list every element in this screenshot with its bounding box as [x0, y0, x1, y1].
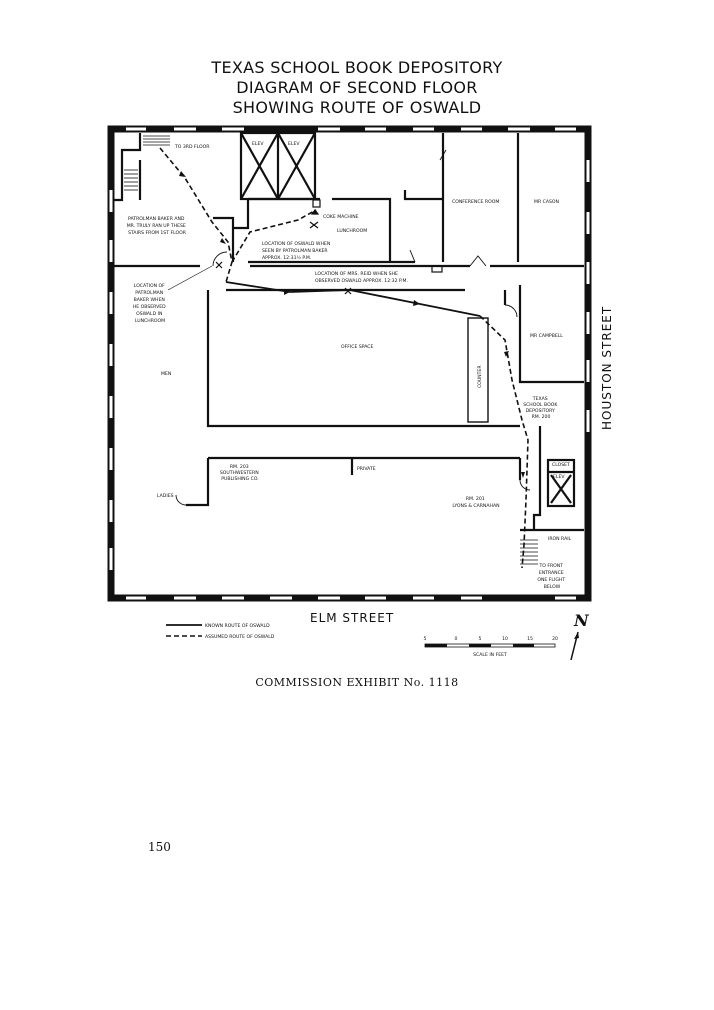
note-line: LOCATION OF OSWALD WHEN	[262, 241, 330, 247]
note-line: DEPOSITORY	[526, 408, 555, 414]
note-line: SCHOOL BOOK	[523, 402, 558, 408]
men-restroom-label: MEN	[161, 371, 171, 377]
note-line: ENTRANCE	[539, 570, 564, 576]
note-line: MR. TRULY RAN UP THESE	[127, 223, 186, 229]
scale-tick: 15	[527, 636, 533, 642]
outer-walls	[107, 125, 592, 602]
legend-assumed-label: ASSUMED ROUTE OF OSWALD	[205, 634, 275, 640]
iron-rail-label: IRON RAIL	[548, 536, 572, 542]
ladies-restroom-label: LADIES	[157, 493, 174, 499]
door-swings	[175, 149, 531, 506]
north-letter: N	[573, 611, 590, 630]
note-line: STAIRS FROM 1ST FLOOR	[128, 230, 187, 236]
note-line: LOCATION OF MRS. REID WHEN SHE	[315, 271, 398, 277]
assumed-route-arrows	[179, 171, 525, 478]
to-3rd-floor-label: TO 3RD FLOOR	[174, 144, 210, 150]
baker-location-note: LOCATION OF PATROLMAN BAKER WHEN HE OBSE…	[133, 283, 167, 324]
note-line: PUBLISHING CO.	[221, 476, 258, 482]
to-front-entrance-note: TO FRONT ENTRANCE ONE FLIGHT BELOW	[537, 563, 566, 590]
mr-campbell-label: MR CAMPBELL	[530, 333, 563, 339]
note-line: ONE FLIGHT	[537, 577, 565, 583]
elevator-label-3: ELEV	[553, 474, 565, 480]
mr-cason-label: MR CASON	[534, 199, 559, 205]
legend-known-label: KNOWN ROUTE OF OSWALD	[205, 623, 270, 629]
elevator-label-1: ELEV	[252, 141, 264, 147]
note-line: BELOW	[544, 584, 561, 590]
scale-tick: 10	[502, 636, 508, 642]
oswald-seen-location-note: LOCATION OF OSWALD WHEN SEEN BY PATROLMA…	[262, 241, 332, 261]
note-line: RM. 203	[230, 464, 249, 470]
private-label: PRIVATE	[357, 466, 376, 472]
scale-label: SCALE IN FEET	[473, 652, 507, 658]
scale-tick: 5	[424, 636, 427, 642]
diagram-title-line-2: DIAGRAM OF SECOND FLOOR	[236, 78, 478, 97]
note-line: SOUTHWESTERN	[220, 470, 259, 476]
diagram-title-line-3: SHOWING ROUTE OF OSWALD	[232, 98, 482, 117]
page-number: 150	[148, 840, 171, 854]
interior-walls	[114, 131, 584, 532]
note-line: SEEN BY PATROLMAN BAKER	[262, 248, 328, 254]
note-line: APPROX. 12:31½ P.M.	[262, 254, 311, 261]
tsbd-room-200-label: TEXAS SCHOOL BOOK DEPOSITORY RM. 200	[523, 396, 559, 420]
known-route	[225, 281, 481, 317]
baker-location-leader	[167, 265, 213, 291]
note-line: RM. 201	[466, 496, 485, 502]
legend: KNOWN ROUTE OF OSWALD ASSUMED ROUTE OF O…	[166, 623, 275, 640]
rm-201-label: RM. 201 LYONS & CARNAHAN	[452, 496, 499, 509]
mrs-reid-location-note: LOCATION OF MRS. REID WHEN SHE OBSERVED …	[315, 271, 408, 284]
scale-tick: 20	[552, 636, 558, 642]
elevator-label-2: ELEV	[288, 141, 300, 147]
window-marks-north	[109, 127, 590, 600]
houston-street-label: HOUSTON STREET	[600, 306, 614, 430]
scale-tick: 5	[479, 636, 482, 642]
note-line: HE OBSERVED	[133, 304, 166, 310]
office-space-label: OFFICE SPACE	[341, 344, 373, 350]
coke-machine-label: COKE MACHINE	[323, 214, 359, 220]
known-route-arrows	[284, 289, 420, 306]
lunchroom-label: LUNCHROOM	[337, 228, 367, 234]
counter-label: COUNTER	[477, 365, 483, 388]
exhibit-caption: COMMISSION EXHIBIT No. 1118	[255, 676, 459, 689]
note-line: PATROLMAN	[135, 290, 163, 296]
note-line: OSWALD IN	[136, 311, 162, 317]
closet-label: CLOSET	[552, 462, 570, 468]
note-line: RM. 200	[532, 414, 551, 420]
scale-tick: 0	[455, 636, 458, 642]
rm-203-label: RM. 203 SOUTHWESTERN PUBLISHING CO.	[220, 464, 260, 482]
note-line: LUNCHROOM	[135, 318, 165, 324]
north-arrow: N	[570, 611, 590, 661]
note-line: TO FRONT	[538, 563, 563, 569]
note-line: BAKER WHEN	[134, 297, 165, 303]
note-line: LYONS & CARNAHAN	[452, 503, 499, 509]
note-line: PATROLMAN BAKER AND	[128, 216, 185, 222]
note-line: LOCATION OF	[134, 283, 165, 289]
patrolman-baker-stairs-note: PATROLMAN BAKER AND MR. TRULY RAN UP THE…	[127, 216, 188, 236]
note-line: TEXAS	[532, 396, 548, 402]
north-arrow-head	[574, 632, 579, 639]
note-line: OBSERVED OSWALD APPROX. 12:32 P.M.	[315, 278, 408, 284]
location-marks	[215, 199, 443, 295]
elm-street-label: ELM STREET	[310, 611, 394, 625]
diagram-title-line-1: TEXAS SCHOOL BOOK DEPOSITORY	[211, 58, 503, 77]
conference-room-label: CONFERENCE ROOM	[452, 199, 499, 205]
scale-bar: 5 0 5 10 15 20 SCALE IN FEET	[424, 636, 558, 658]
